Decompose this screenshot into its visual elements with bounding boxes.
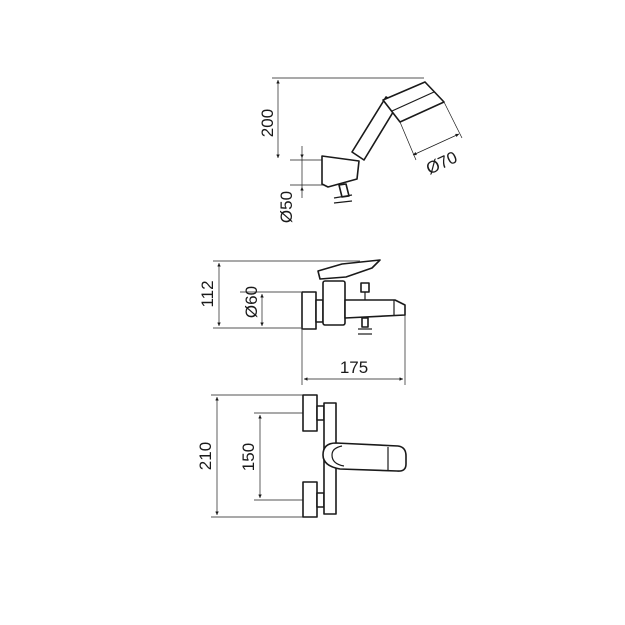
handshower-head [382, 81, 445, 123]
bath-spout [344, 299, 406, 319]
mixer-top-view [211, 394, 407, 518]
dimension-label-210: 210 [196, 442, 215, 470]
mixer-lever [317, 259, 381, 280]
mixer-side-view [213, 259, 406, 385]
eccentric-connector [315, 299, 324, 323]
dimension-line-d70 [412, 133, 460, 156]
handshower-view: 200 Ø50 Ø70 [258, 77, 463, 223]
hose-nut [333, 194, 353, 199]
upper-escutcheon [302, 394, 318, 432]
hose-nut [333, 200, 353, 204]
dimension-label-200: 200 [258, 109, 277, 137]
dimension-label-175: 175 [340, 358, 368, 377]
dimension-label-d60: Ø60 [242, 286, 261, 318]
dimension-label-150: 150 [239, 443, 258, 471]
extension-line [443, 101, 463, 139]
dimension-label-d50: Ø50 [277, 191, 296, 223]
extension-line [399, 121, 417, 161]
lower-escutcheon [302, 481, 318, 518]
shower-holder [321, 155, 360, 188]
dimension-label-112: 112 [198, 280, 217, 307]
shower-outlet [361, 317, 369, 328]
mixer-body [322, 280, 346, 326]
hose-connector [338, 183, 350, 198]
diverter-knob [360, 282, 370, 293]
wall-escutcheon [301, 291, 317, 330]
upper-connector [316, 405, 325, 421]
handshower-head-edge [391, 91, 435, 112]
mixer-lever-top [322, 442, 407, 472]
lower-connector [316, 492, 325, 508]
lever-base-outline [331, 445, 345, 467]
dimension-label-d70: Ø70 [423, 148, 460, 179]
